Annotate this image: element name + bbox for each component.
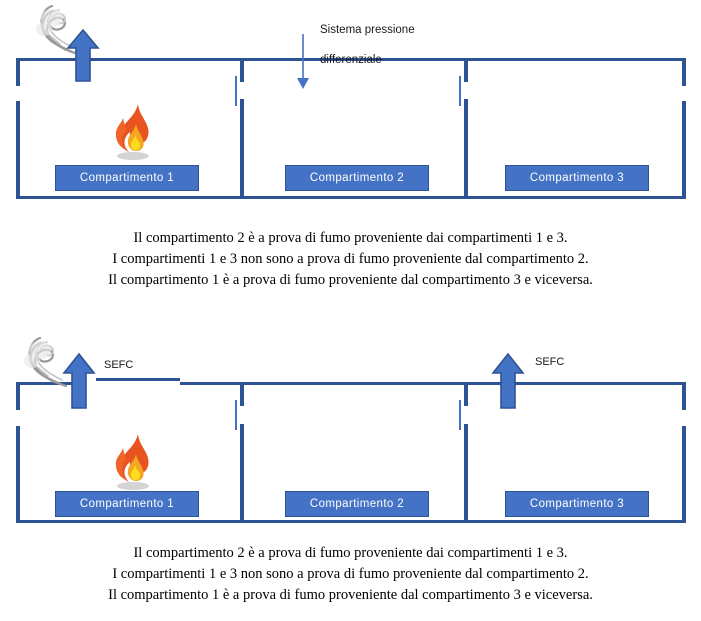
caption-line-3: Il compartimento 1 è a prova di fumo pro… [108, 272, 593, 288]
diagram-sefc: SEFC SEFC Compartimento 1 Compartimento … [0, 330, 701, 535]
roof-line-bottom-mid [96, 378, 180, 381]
fire-flame-icon [105, 100, 161, 162]
roof-line-top [16, 58, 686, 61]
compartment-label-box-2[interactable]: Compartimento 2 [285, 165, 429, 191]
caption-line-1: Il compartimento 2 è a prova di fumo pro… [133, 230, 568, 246]
compartment-label-box-2[interactable]: Compartimento 2 [285, 491, 429, 517]
exterior-wall-right-lower-bottom [682, 426, 686, 523]
compartment-label-box-1[interactable]: Compartimento 1 [55, 491, 199, 517]
partition-wall-1-upper-bottom [240, 382, 244, 406]
compartment-label-text: Compartimento 2 [309, 172, 405, 184]
compartment-label-text: Compartimento 3 [529, 498, 625, 510]
annotation-sistema-pressione-differenziale: Sistema pressione differenziale [320, 8, 540, 68]
compartment-label-text: Compartimento 1 [79, 498, 175, 510]
partition-wall-2-upper-top [464, 58, 468, 82]
partition-wall-1-upper-top [240, 58, 244, 82]
compartment-label-box-3[interactable]: Compartimento 3 [505, 165, 649, 191]
partition-door-gap-2-bottom [459, 400, 461, 430]
caption-top: Il compartimento 2 è a prova di fumo pro… [0, 228, 701, 291]
caption-line-1: Il compartimento 2 è a prova di fumo pro… [133, 545, 568, 561]
sefc-label-left: SEFC [104, 359, 134, 371]
partition-wall-2-lower-bottom [464, 424, 468, 523]
annotation-line-2: differenziale [320, 54, 382, 66]
exterior-wall-right-upper-bottom [682, 382, 686, 410]
exterior-wall-left-lower-top [16, 101, 20, 199]
diagram-pressione-differenziale: Sistema pressione differenziale Comparti… [0, 0, 701, 215]
smoke-plume-icon [22, 0, 84, 60]
up-arrow-pressure-supply [66, 28, 100, 83]
partition-wall-1-lower-top [240, 99, 244, 199]
up-arrow-sefc-left [62, 352, 96, 410]
exterior-wall-right-upper-top [682, 58, 686, 86]
partition-wall-1-lower-bottom [240, 424, 244, 523]
compartment-label-box-1[interactable]: Compartimento 1 [55, 165, 199, 191]
exterior-wall-left-lower-bottom [16, 426, 20, 523]
sefc-label-right: SEFC [535, 356, 565, 368]
roof-line-bottom-main [180, 382, 686, 385]
floor-line-top [16, 196, 686, 199]
caption-line-2: I compartimenti 1 e 3 non sono a prova d… [112, 251, 589, 267]
smoke-plume-icon [10, 330, 72, 392]
annotation-line-1: Sistema pressione [320, 24, 415, 36]
floor-line-bottom [16, 520, 686, 523]
compartment-label-box-3[interactable]: Compartimento 3 [505, 491, 649, 517]
partition-wall-2-upper-bottom [464, 382, 468, 406]
partition-door-gap-2-top [459, 76, 461, 106]
down-arrow-differential-pressure [295, 34, 311, 90]
partition-door-gap-1-bottom [235, 400, 237, 430]
partition-door-gap-1-top [235, 76, 237, 106]
building-outline-top [0, 0, 701, 215]
up-arrow-sefc-right [491, 352, 525, 410]
roof-line-bottom-left [16, 382, 74, 385]
compartment-label-text: Compartimento 1 [79, 172, 175, 184]
compartment-label-text: Compartimento 3 [529, 172, 625, 184]
caption-line-2: I compartimenti 1 e 3 non sono a prova d… [112, 566, 589, 582]
exterior-wall-left-upper-bottom [16, 382, 20, 410]
compartment-label-text: Compartimento 2 [309, 498, 405, 510]
partition-wall-2-lower-top [464, 99, 468, 199]
fire-flame-icon [105, 430, 161, 492]
caption-bottom: Il compartimento 2 è a prova di fumo pro… [0, 543, 701, 606]
building-outline-bottom [0, 330, 701, 535]
exterior-wall-left-upper-top [16, 58, 20, 86]
caption-line-3: Il compartimento 1 è a prova di fumo pro… [108, 587, 593, 603]
exterior-wall-right-lower-top [682, 101, 686, 199]
